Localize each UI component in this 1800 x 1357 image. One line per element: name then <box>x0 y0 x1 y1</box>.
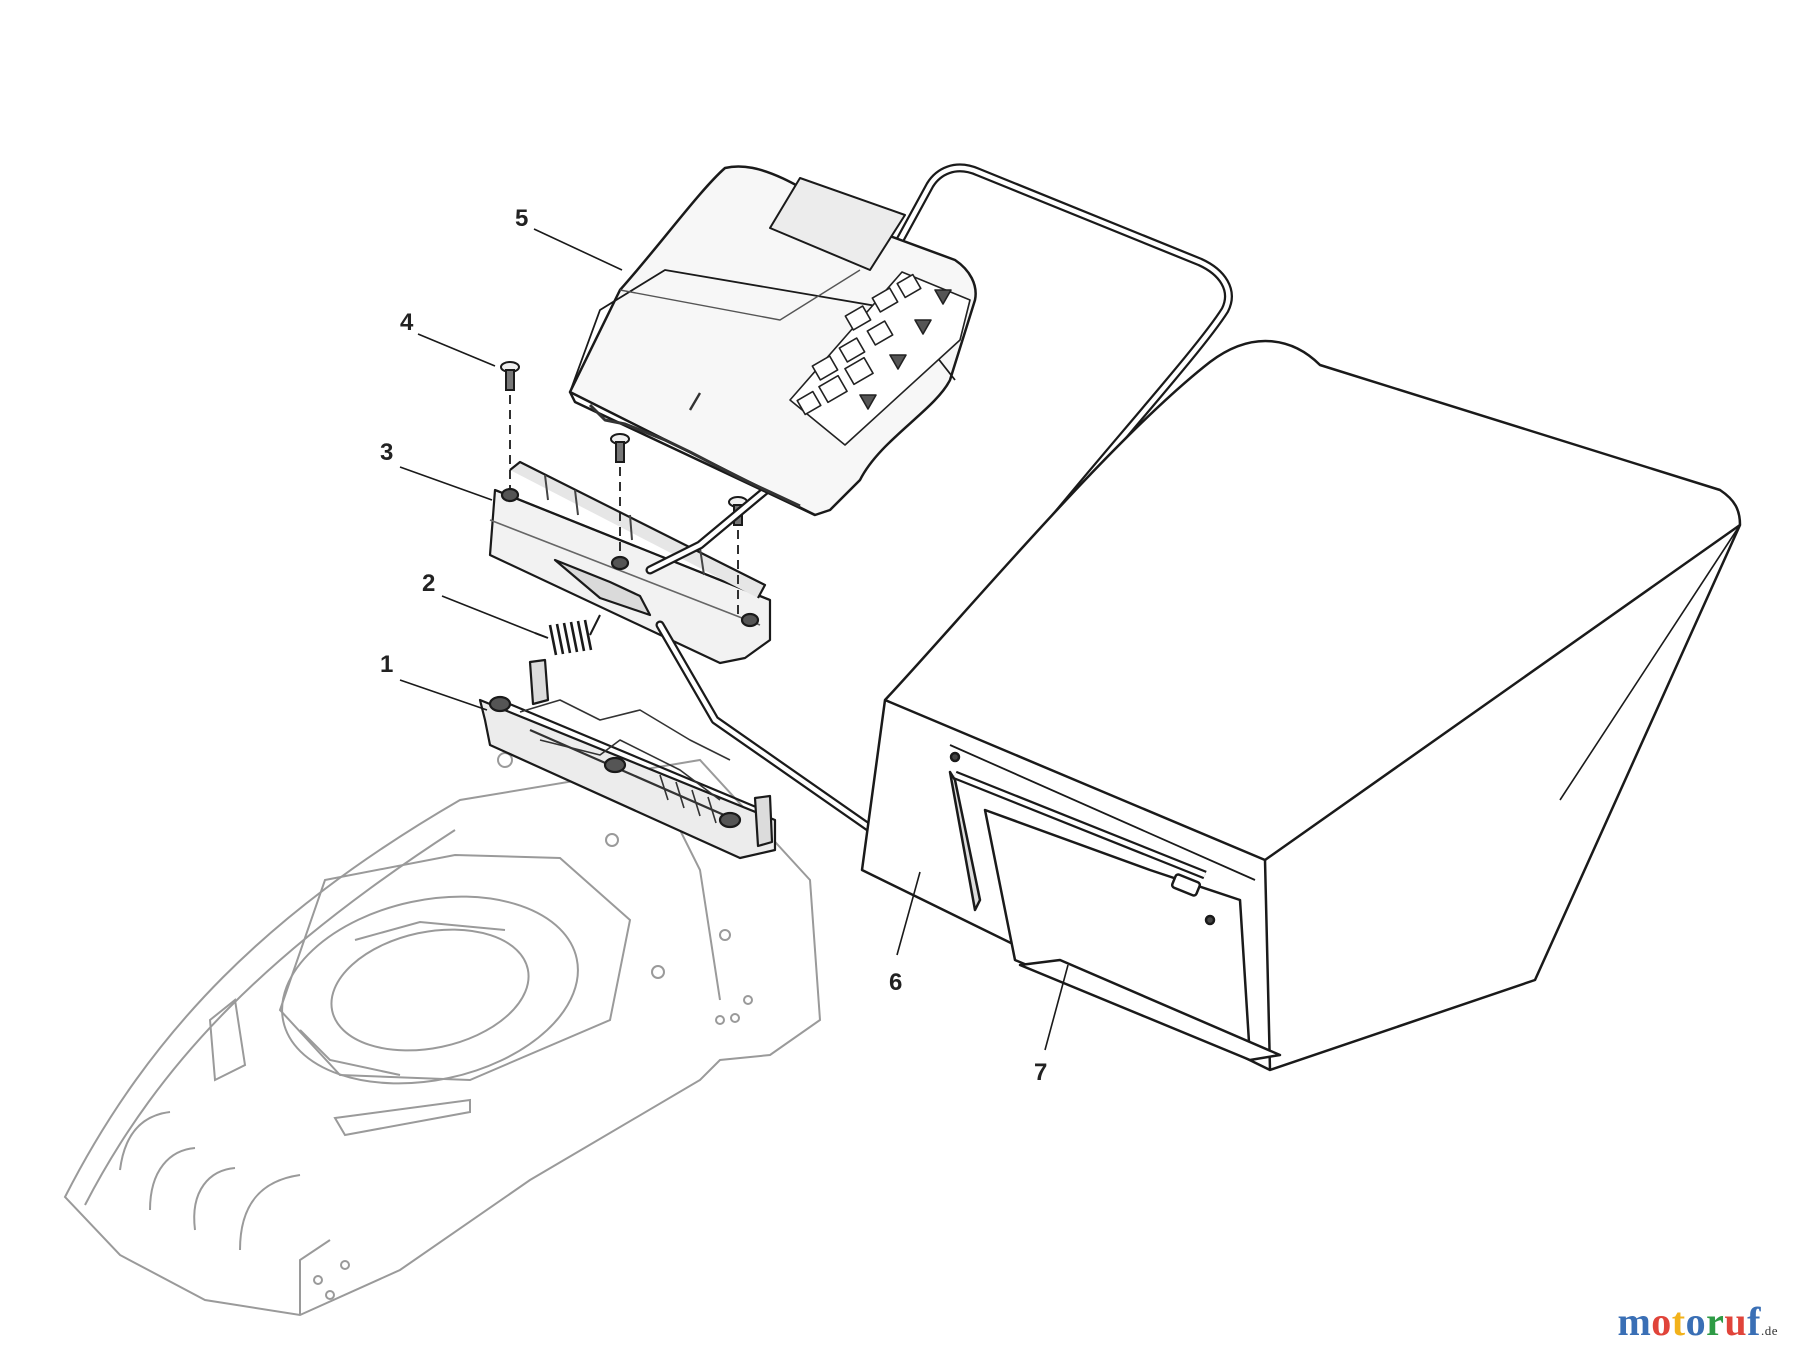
watermark-letter-m: m <box>1617 1299 1652 1344</box>
callout-5: 5 <box>515 205 528 232</box>
mower-deck <box>63 752 822 1317</box>
grass-collector-bag <box>860 339 1742 1072</box>
safety-decal <box>789 271 971 446</box>
watermark-letter-r: r <box>1706 1299 1725 1344</box>
callout-1: 1 <box>380 651 393 678</box>
callout-leaders <box>399 228 1069 1051</box>
collector-lid <box>568 165 977 517</box>
callout-2: 2 <box>422 570 435 597</box>
watermark-letter-u: u <box>1724 1299 1748 1344</box>
callout-3: 3 <box>380 439 393 466</box>
watermark-letter-f: f <box>1747 1299 1761 1344</box>
hinge-spring <box>534 614 601 656</box>
hinge-bracket <box>478 658 777 860</box>
watermark-logo: motoruf.de <box>1617 1298 1778 1345</box>
watermark-tld: .de <box>1760 1323 1778 1338</box>
callout-4: 4 <box>400 309 414 336</box>
watermark-letter-o2: o <box>1685 1299 1707 1344</box>
tailgate-hinge <box>488 460 772 665</box>
callout-7: 7 <box>1034 1059 1047 1086</box>
watermark-letter-o: o <box>1651 1299 1672 1344</box>
callout-6: 6 <box>889 969 902 996</box>
watermark-letter-t: t <box>1671 1299 1686 1344</box>
